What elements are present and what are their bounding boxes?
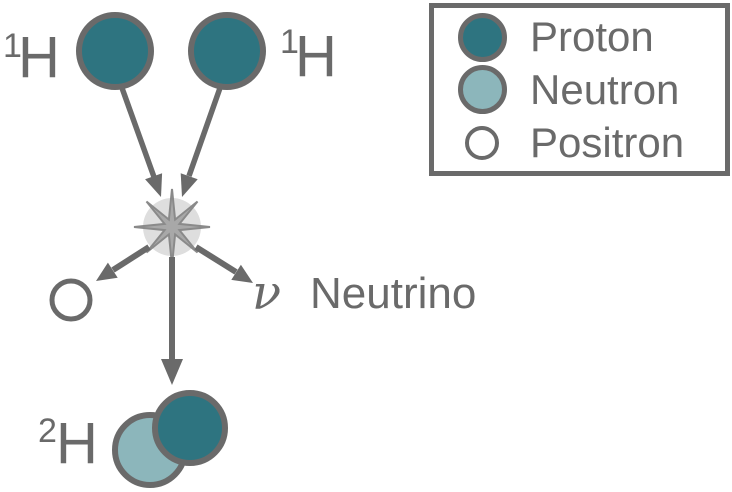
deuterium-proton-circle <box>152 390 228 466</box>
collision-burst-icon <box>133 188 211 266</box>
product-mass-number: 2 <box>38 412 57 450</box>
arrow-to-positron-head <box>96 262 118 281</box>
legend-swatch-cell <box>434 12 530 62</box>
reactant-right-symbol: H <box>295 24 337 89</box>
arrow-to-neutrino <box>194 244 253 283</box>
arrow-to-deuterium <box>161 257 183 385</box>
arrow-left-proton-shaft <box>119 87 157 178</box>
legend-swatch-cell <box>434 125 530 160</box>
reactant-left-symbol: H <box>18 25 60 90</box>
legend-label-proton: Proton <box>530 13 654 61</box>
reactant-right-mass-number: 1 <box>280 23 299 61</box>
legend-swatch-cell <box>434 65 530 115</box>
legend-item-proton: Proton <box>434 11 725 63</box>
arrow-to-positron <box>96 244 151 281</box>
arrow-to-deuterium-head <box>161 359 183 385</box>
neutrino-symbol: ν <box>252 265 281 321</box>
product-symbol: H <box>56 411 98 476</box>
legend-label-neutron: Neutron <box>530 65 680 113</box>
arrow-to-neutrino-shaft <box>194 244 238 275</box>
arrow-right-proton-shaft <box>186 87 223 177</box>
legend-label-positron: Positron <box>530 118 685 166</box>
proton-left-circle <box>76 12 154 90</box>
legend-box: Proton Neutron Positron <box>429 3 730 176</box>
legend-item-positron: Positron <box>434 117 725 169</box>
legend-item-neutron: Neutron <box>434 64 725 116</box>
arrow-to-neutrino-head <box>231 264 253 283</box>
arrow-right-proton-head <box>180 173 198 197</box>
proton-swatch-icon <box>457 12 507 62</box>
arrow-left-proton <box>119 87 163 197</box>
arrow-right-proton <box>180 87 223 197</box>
neutron-swatch-icon <box>457 65 507 115</box>
proton-right-circle <box>188 12 266 90</box>
neutrino-label: Neutrino <box>310 269 476 318</box>
arrow-to-positron-shaft <box>111 244 151 273</box>
reactant-left-mass-number: 1 <box>3 27 22 65</box>
positron-swatch-icon <box>465 125 499 160</box>
arrow-left-proton-head <box>145 173 163 197</box>
positron-circle <box>49 278 93 322</box>
